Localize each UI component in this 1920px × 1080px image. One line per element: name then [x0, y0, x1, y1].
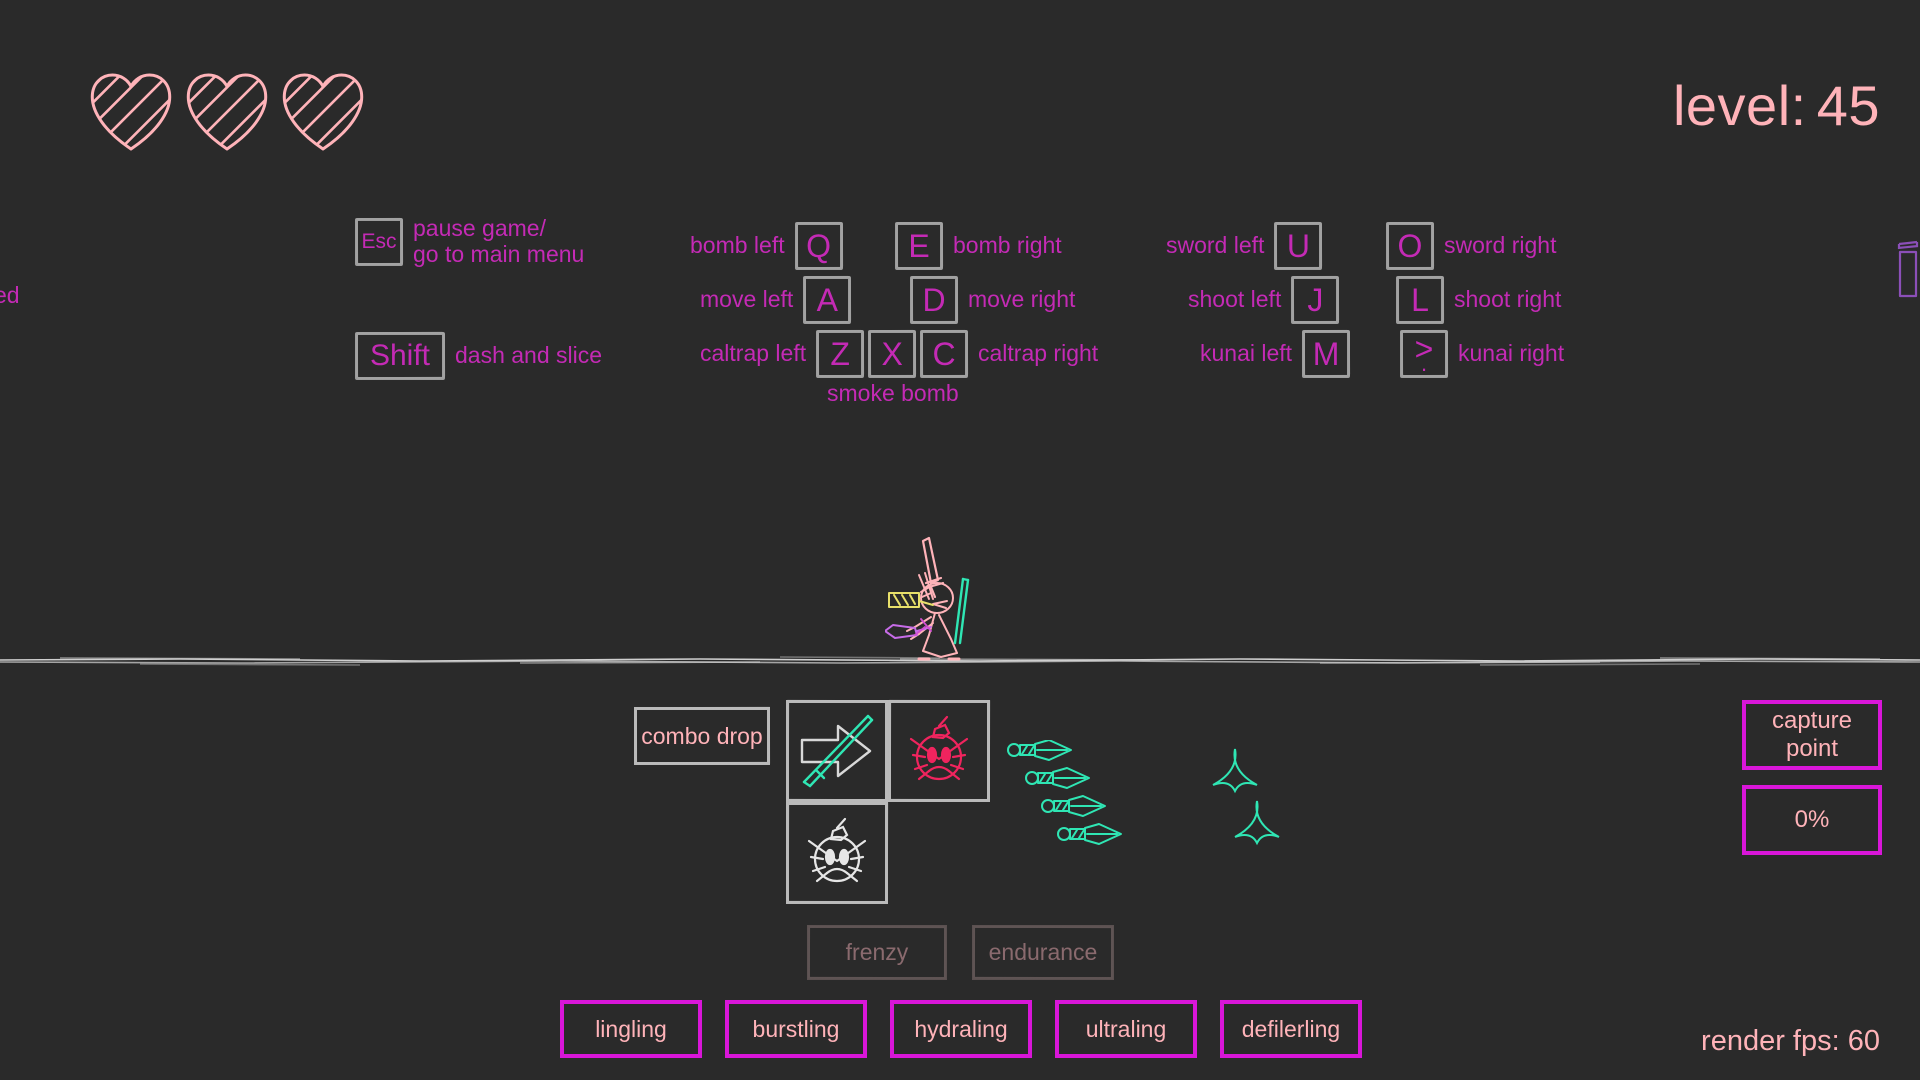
level-label: level: — [1672, 74, 1807, 137]
control-sword-left: sword left U — [1166, 222, 1323, 270]
perk-label-frenzy: frenzy — [845, 939, 909, 965]
heart-icon — [186, 73, 268, 151]
unit-button-burstling[interactable]: burstling — [725, 1000, 867, 1058]
unit-label-ultraling: ultraling — [1085, 1015, 1167, 1042]
control-shoot-right: L shoot right — [1396, 276, 1561, 324]
offscreen-prop-fragment — [1897, 240, 1919, 298]
key-e[interactable]: E — [895, 222, 943, 270]
control-label-move-right: move right — [968, 286, 1076, 313]
fps-counter: render fps: 60 — [1701, 1025, 1880, 1057]
control-label-caltrap-left: caltrap left — [700, 340, 807, 367]
control-label-bomb-left: bomb left — [690, 232, 785, 259]
control-label-shoot-right: shoot right — [1454, 286, 1562, 313]
control-label-shoot-left: shoot left — [1188, 286, 1282, 313]
heart-icon — [282, 73, 364, 151]
control-bomb-right: E bomb right — [895, 222, 1062, 270]
key-m[interactable]: M — [1302, 330, 1351, 378]
control-caltrap-right: C caltrap right — [920, 330, 1098, 378]
caltrap-pickup-stack — [1212, 748, 1280, 846]
key-o[interactable]: O — [1386, 222, 1434, 270]
control-caltrap-left: caltrap left Z X — [700, 330, 917, 378]
control-label-kunai-right: kunai right — [1458, 340, 1565, 367]
control-esc: Esc pause game/ go to main menu — [355, 215, 585, 268]
key-greater-period[interactable]: > . — [1400, 330, 1448, 378]
key-z[interactable]: Z — [816, 330, 865, 378]
key-a[interactable]: A — [803, 276, 852, 324]
control-shoot-left: shoot left J — [1188, 276, 1340, 324]
control-label-smoke-bomb: smoke bomb — [827, 380, 959, 406]
capture-point-title-line1: capture — [1771, 707, 1853, 735]
combo-drop-panel: combo drop — [634, 707, 770, 765]
level-indicator: level:45 — [1673, 78, 1880, 134]
control-label-shift: dash and slice — [455, 342, 603, 369]
arrow-sword-icon — [800, 714, 874, 788]
bomb-face-red-icon — [909, 715, 969, 781]
key-d[interactable]: D — [910, 276, 958, 324]
unit-label-hydraling: hydraling — [914, 1015, 1008, 1042]
unit-label-defilerling: defilerling — [1241, 1015, 1341, 1042]
control-label-caltrap-right: caltrap right — [978, 340, 1099, 367]
control-kunai-right: > . kunai right — [1400, 330, 1564, 378]
bomb-face-white-icon — [807, 817, 867, 883]
control-label-kunai-left: kunai left — [1200, 340, 1293, 367]
unit-label-burstling: burstling — [752, 1015, 840, 1042]
key-x[interactable]: X — [868, 330, 917, 378]
key-q[interactable]: Q — [794, 222, 843, 270]
combo-cell-bomb-red[interactable] — [888, 700, 990, 802]
heart-icon — [90, 73, 172, 151]
control-move-left: move left A — [700, 276, 852, 324]
capture-point-panel: capture point — [1742, 700, 1882, 770]
kunai-icon — [1025, 767, 1090, 789]
unit-button-hydraling[interactable]: hydraling — [890, 1000, 1032, 1058]
perk-button-endurance[interactable]: endurance — [972, 925, 1114, 980]
key-j[interactable]: J — [1291, 276, 1340, 324]
combo-cell-dash-slice[interactable] — [786, 700, 888, 802]
combo-drop-label: combo drop — [641, 722, 763, 749]
key-u[interactable]: U — [1274, 222, 1323, 270]
offscreen-label-fragment: ed — [0, 282, 20, 308]
control-kunai-left: kunai left M — [1200, 330, 1351, 378]
unit-spawn-bar: lingling burstling hydraling ultraling d… — [560, 1000, 1362, 1058]
ground-line — [0, 656, 1920, 666]
control-label-esc: pause game/ go to main menu — [413, 215, 585, 267]
level-value: 45 — [1816, 74, 1880, 137]
capture-progress-value: 0% — [1742, 785, 1882, 855]
perk-label-endurance: endurance — [988, 939, 1098, 965]
unit-button-lingling[interactable]: lingling — [560, 1000, 702, 1058]
kunai-icon — [1041, 795, 1106, 817]
control-move-right: D move right — [910, 276, 1075, 324]
control-shift: Shift dash and slice — [355, 332, 602, 380]
unit-button-ultraling[interactable]: ultraling — [1055, 1000, 1197, 1058]
health-hearts — [86, 68, 368, 156]
key-esc[interactable]: Esc — [355, 217, 403, 266]
perk-button-frenzy[interactable]: frenzy — [807, 925, 947, 980]
key-c[interactable]: C — [920, 330, 968, 378]
player-character — [885, 536, 970, 661]
unit-button-defilerling[interactable]: defilerling — [1220, 1000, 1362, 1058]
control-label-sword-right: sword right — [1444, 232, 1557, 259]
capture-point-title-line2: point — [1785, 735, 1839, 762]
key-shift[interactable]: Shift — [355, 332, 445, 380]
kunai-pickup-stack — [1007, 740, 1122, 845]
kunai-icon — [1057, 823, 1122, 845]
unit-label-lingling: lingling — [595, 1015, 667, 1042]
control-label-sword-left: sword left — [1166, 232, 1265, 259]
kunai-icon — [1007, 740, 1072, 761]
key-l[interactable]: L — [1396, 276, 1444, 324]
caltrap-icon — [1212, 748, 1258, 794]
control-sword-right: O sword right — [1386, 222, 1556, 270]
combo-cell-bomb-white[interactable] — [786, 802, 888, 904]
control-bomb-left: bomb left Q — [690, 222, 843, 270]
control-label-bomb-right: bomb right — [953, 232, 1062, 259]
caltrap-icon — [1234, 800, 1280, 846]
control-label-move-left: move left — [700, 286, 794, 313]
